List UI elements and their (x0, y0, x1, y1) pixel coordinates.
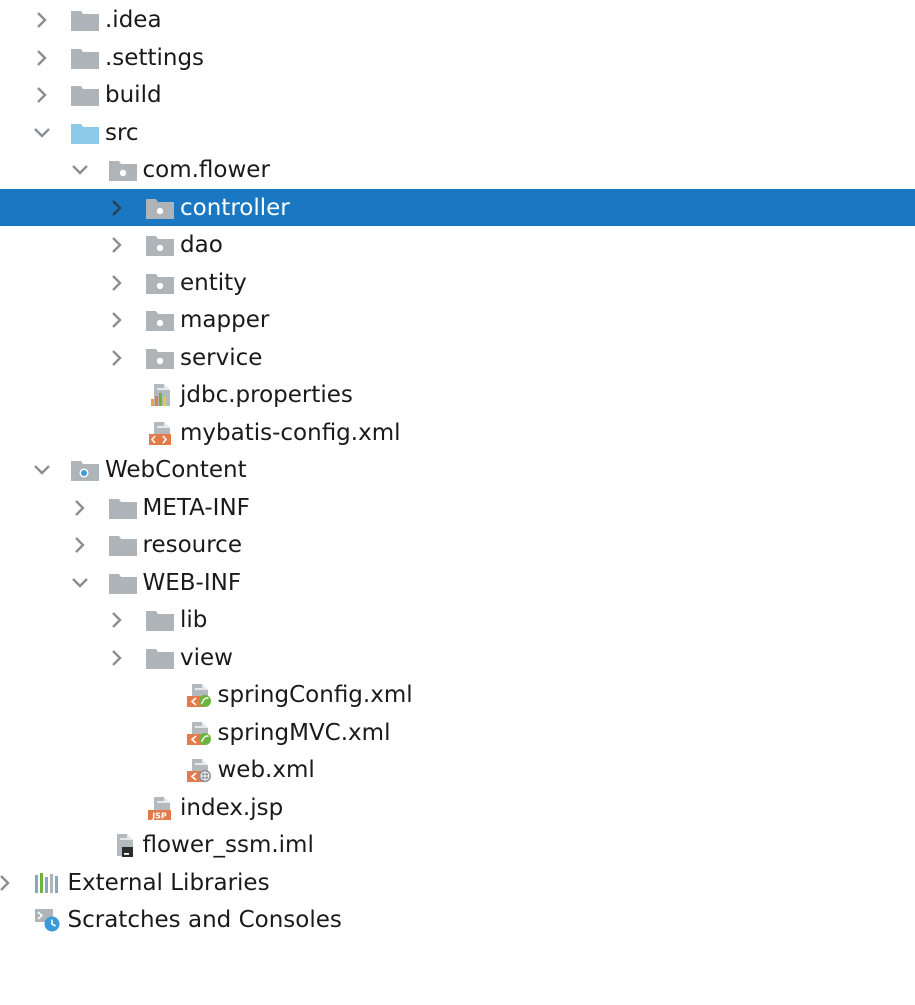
tree-item-jdbc-properties[interactable]: jdbc.properties (0, 376, 915, 414)
tree-item-label: entity (180, 269, 247, 296)
chevron-right-icon[interactable] (107, 235, 127, 255)
chevron-right-icon[interactable] (107, 310, 127, 330)
chevron-down-icon[interactable] (70, 573, 90, 593)
spring-xml-file-icon (183, 720, 213, 746)
chevron-right-icon[interactable] (107, 648, 127, 668)
spring-xml-file-icon (183, 682, 213, 708)
chevron-right-icon[interactable] (32, 85, 52, 105)
web-folder-icon (70, 457, 100, 483)
tree-item-label: mapper (180, 307, 270, 333)
tree-item-label: springConfig.xml (217, 682, 413, 708)
tree-item-external-libraries[interactable]: External Libraries (0, 864, 915, 902)
tree-item-web-inf[interactable]: WEB-INF (0, 564, 915, 602)
chevron-right-icon[interactable] (107, 610, 127, 630)
svg-text:JSP: JSP (151, 811, 167, 820)
package-icon (145, 345, 175, 371)
chevron-right-icon[interactable] (107, 348, 127, 368)
chevron-down-icon[interactable] (32, 460, 52, 480)
source-folder-icon (70, 120, 100, 146)
tree-item-label: flower_ssm.iml (142, 832, 314, 858)
tree-item-label: src (105, 119, 139, 146)
chevron-right-icon[interactable] (0, 873, 15, 893)
tree-item-lib[interactable]: lib (0, 601, 915, 639)
folder-icon (145, 607, 175, 633)
tree-item-label: view (180, 644, 233, 671)
tree-item-settings[interactable]: .settings (0, 39, 915, 77)
properties-file-icon (145, 382, 175, 408)
package-icon (145, 270, 175, 296)
folder-icon (108, 532, 138, 558)
tree-item-controller[interactable]: controller (0, 188, 915, 226)
scratches-icon (33, 907, 63, 933)
tree-item-webcontent[interactable]: WebContent (0, 451, 915, 489)
tree-item-label: dao (180, 232, 223, 258)
chevron-right-icon[interactable] (32, 48, 52, 68)
folder-icon (145, 645, 175, 671)
chevron-down-icon[interactable] (32, 123, 52, 143)
folder-icon (70, 7, 100, 33)
folder-icon (108, 570, 138, 596)
iml-file-icon (108, 832, 138, 858)
tree-item-label: springMVC.xml (217, 719, 391, 746)
tree-item-label: jdbc.properties (180, 382, 353, 408)
tree-item-mapper[interactable]: mapper (0, 301, 915, 339)
jsp-file-icon: JSP (145, 795, 175, 821)
chevron-right-icon[interactable] (107, 198, 127, 218)
tree-item-mybatis-config-xml[interactable]: mybatis-config.xml (0, 414, 915, 452)
tree-item-view[interactable]: view (0, 639, 915, 677)
tree-item-scratches-and-consoles[interactable]: Scratches and Consoles (0, 901, 915, 939)
tree-item-label: controller (180, 194, 290, 221)
folder-icon (108, 495, 138, 521)
tree-item-label: index.jsp (180, 794, 284, 821)
tree-item-label: build (105, 82, 162, 108)
folder-icon (70, 45, 100, 71)
tree-item-label: .settings (105, 44, 205, 71)
tree-item-label: .idea (105, 7, 162, 33)
tree-item-web-xml[interactable]: web.xml (0, 751, 915, 789)
tree-item-label: service (180, 344, 263, 371)
chevron-right-icon[interactable] (70, 498, 90, 518)
package-icon (145, 195, 175, 221)
tree-item-label: External Libraries (67, 869, 270, 896)
tree-item-label: com.flower (142, 157, 270, 183)
tree-item-label: WebContent (105, 457, 247, 483)
chevron-right-icon[interactable] (107, 273, 127, 293)
libraries-icon (33, 870, 63, 896)
web-xml-file-icon (183, 757, 213, 783)
tree-item-resource[interactable]: resource (0, 526, 915, 564)
tree-item-entity[interactable]: entity (0, 264, 915, 302)
tree-item-com-flower[interactable]: com.flower (0, 151, 915, 189)
tree-item-flower-ssm-iml[interactable]: flower_ssm.iml (0, 826, 915, 864)
tree-item-label: lib (180, 607, 208, 633)
chevron-down-icon[interactable] (70, 160, 90, 180)
package-icon (108, 157, 138, 183)
tree-item-dao[interactable]: dao (0, 226, 915, 264)
tree-item-label: mybatis-config.xml (180, 419, 401, 446)
package-icon (145, 232, 175, 258)
tree-item-label: Scratches and Consoles (67, 907, 342, 933)
xml-file-icon (145, 420, 175, 446)
chevron-right-icon[interactable] (32, 10, 52, 30)
tree-item-src[interactable]: src (0, 114, 915, 152)
tree-item-label: WEB-INF (142, 569, 242, 596)
tree-item-build[interactable]: build (0, 76, 915, 114)
tree-item-springmvc-xml[interactable]: springMVC.xml (0, 714, 915, 752)
chevron-right-icon[interactable] (70, 535, 90, 555)
tree-item-idea[interactable]: .idea (0, 1, 915, 39)
tree-item-index-jsp[interactable]: JSP index.jsp (0, 789, 915, 827)
folder-icon (70, 82, 100, 108)
tree-item-label: META-INF (142, 494, 250, 521)
tree-item-service[interactable]: service (0, 339, 915, 377)
tree-item-meta-inf[interactable]: META-INF (0, 489, 915, 527)
package-icon (145, 307, 175, 333)
tree-item-label: web.xml (217, 757, 315, 783)
tree-item-springconfig-xml[interactable]: springConfig.xml (0, 676, 915, 714)
tree-item-label: resource (142, 532, 242, 558)
